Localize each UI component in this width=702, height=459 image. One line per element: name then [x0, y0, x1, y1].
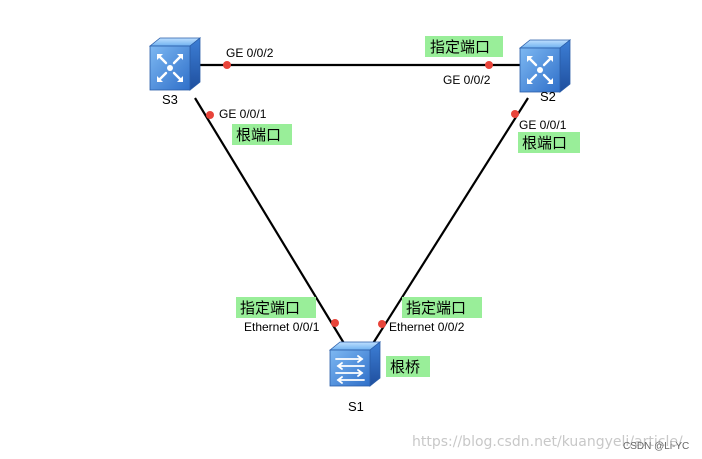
port-dot-s1-eth002 [378, 320, 386, 328]
port-dot-s2-ge001 [511, 110, 519, 118]
link-s3-s1 [194, 97, 346, 346]
role-tag-s1-eth002: 指定端口 [402, 297, 482, 318]
switch-s1[interactable] [328, 341, 382, 387]
watermark-badge: CSDN @Li-YC [623, 441, 689, 452]
switch-s3[interactable] [148, 37, 202, 91]
role-tag-text: 根端口 [236, 126, 281, 144]
role-tag-s1-root-bridge: 根桥 [386, 356, 430, 377]
port-label-s1-eth001: Ethernet 0/0/1 [244, 320, 320, 334]
port-label-s2-ge001: GE 0/0/1 [519, 118, 567, 132]
role-tag-text: 指定端口 [240, 299, 300, 317]
port-dot-s2-ge002 [485, 61, 493, 69]
role-tag-s3-ge001: 根端口 [232, 124, 292, 145]
role-tag-text: 根端口 [522, 134, 567, 152]
port-dot-s1-eth001 [331, 319, 339, 327]
switch-s2[interactable] [518, 39, 572, 93]
role-tag-s2-ge001: 根端口 [518, 132, 580, 153]
port-label-s3-ge002: GE 0/0/2 [226, 46, 274, 60]
port-label-s3-ge001: GE 0/0/1 [219, 107, 267, 121]
access-switch-icon [328, 341, 382, 387]
link-s2-s1 [371, 97, 529, 346]
role-tag-s1-eth001: 指定端口 [236, 297, 316, 318]
port-label-s2-ge002: GE 0/0/2 [443, 73, 491, 87]
device-label-s2: S2 [540, 89, 556, 104]
port-dot-s3-ge002 [223, 61, 231, 69]
port-label-s1-eth002: Ethernet 0/0/2 [389, 320, 465, 334]
role-tag-s2-ge002: 指定端口 [425, 36, 503, 57]
device-label-s3: S3 [162, 92, 178, 107]
role-tag-text: 根桥 [390, 358, 420, 376]
core-switch-icon [148, 37, 202, 91]
port-dot-s3-ge001 [206, 111, 214, 119]
role-tag-text: 指定端口 [430, 38, 490, 56]
core-switch-icon [518, 39, 572, 93]
role-tag-text: 指定端口 [406, 299, 466, 317]
device-label-s1: S1 [348, 399, 364, 414]
watermark-url: https://blog.csdn.net/kuangyeli/article/ [412, 434, 683, 450]
